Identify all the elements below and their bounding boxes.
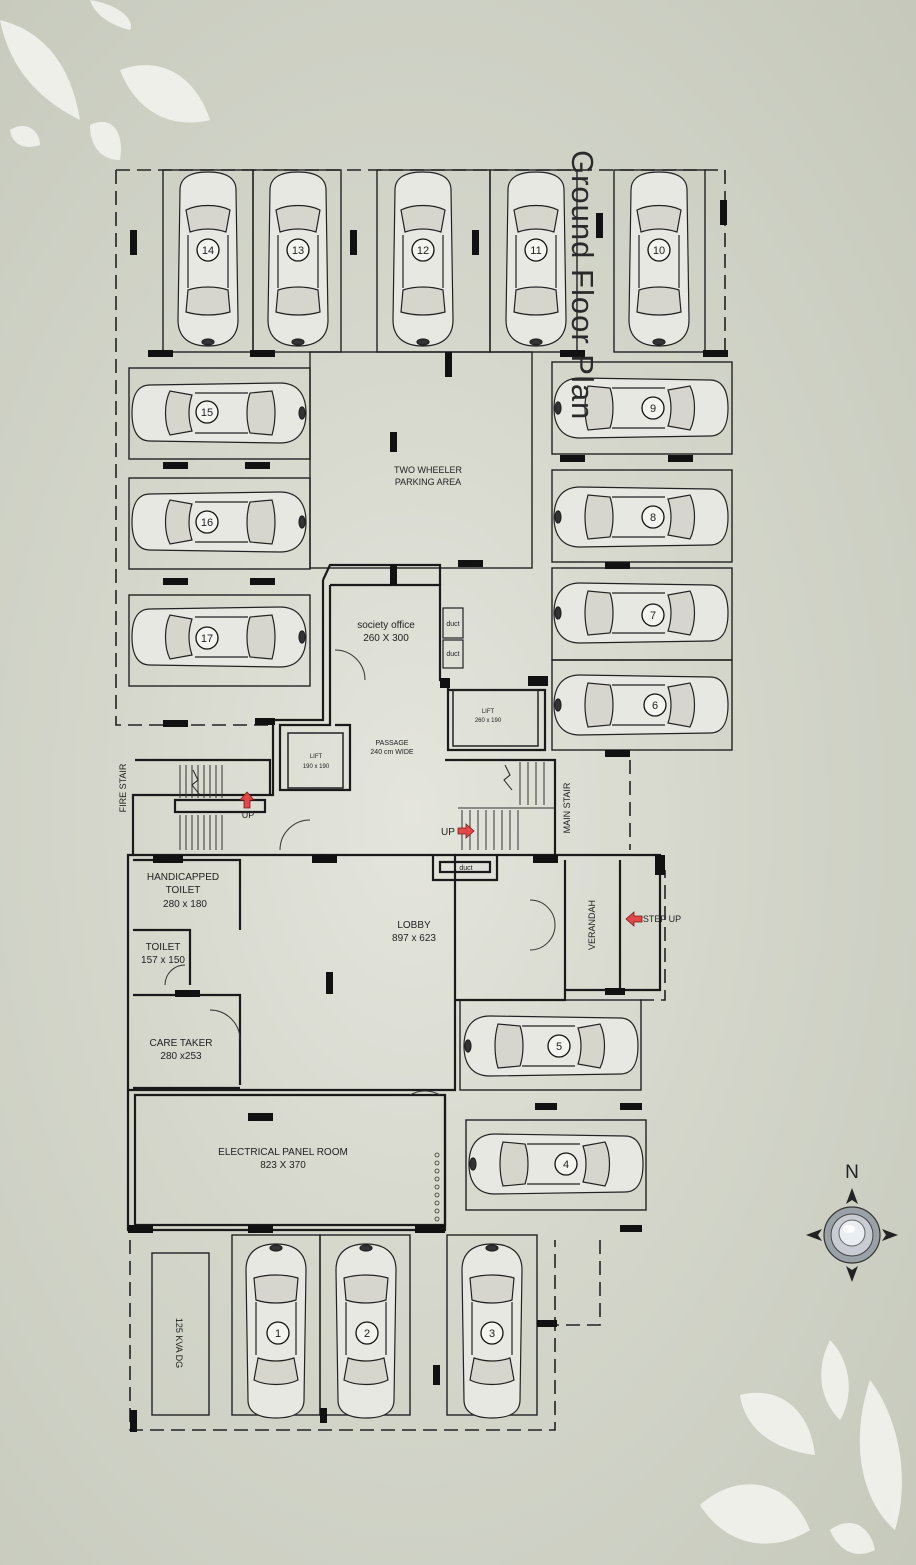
car-6 <box>553 674 729 736</box>
parking-number-13: 13 <box>292 245 304 257</box>
parking-number-5: 5 <box>556 1041 562 1053</box>
badge-15 <box>195 400 219 424</box>
badge-7 <box>641 603 665 627</box>
structural-columns <box>128 200 728 1432</box>
main-stair-treads <box>458 762 555 850</box>
society-office-label: society office <box>357 620 415 631</box>
car-15 <box>131 382 307 444</box>
parking-number-15: 15 <box>201 407 213 419</box>
badge-5 <box>547 1034 571 1058</box>
electrical-label: ELECTRICAL PANEL ROOM <box>218 1147 348 1158</box>
handicapped-label-1: HANDICAPPED <box>147 872 219 883</box>
society-office-dim: 260 X 300 <box>363 633 409 644</box>
parking-number-1: 1 <box>275 1328 281 1340</box>
care-taker-dim: 280 x253 <box>160 1051 202 1062</box>
electrical-dim: 823 X 370 <box>260 1160 306 1171</box>
duct-label-2: duct <box>446 651 459 658</box>
duct-label-1: duct <box>446 621 459 628</box>
badge-4 <box>554 1152 578 1176</box>
parking-number-16: 16 <box>201 517 213 529</box>
up-label-1: UP <box>242 810 255 820</box>
lift-right-label: LIFT <box>482 709 495 715</box>
two-wheeler-area <box>309 351 533 569</box>
verandah-label: VERANDAH <box>587 900 597 950</box>
parking-number-7: 7 <box>650 610 656 622</box>
step-up-arrow <box>625 911 643 927</box>
parking-number-12: 12 <box>417 245 429 257</box>
lift-left <box>287 732 344 789</box>
room-labels: TWO WHEELER PARKING AREA society office … <box>118 465 681 1368</box>
toilet-label: TOILET <box>146 942 181 953</box>
lift-left-label: LIFT <box>310 754 323 760</box>
parking-number-8: 8 <box>650 512 656 524</box>
stair-break-symbol <box>191 769 201 796</box>
badge-17 <box>195 626 219 650</box>
handicapped-label-2: TOILET <box>166 885 201 896</box>
parking-number-labels: 14 13 12 11 10 15 16 17 9 8 7 6 5 4 1 2 … <box>201 245 665 1340</box>
duct-box-2 <box>442 639 464 669</box>
step-up-label: STEP UP <box>643 914 681 924</box>
door-swings <box>164 649 556 1096</box>
two-wheeler-label: TWO WHEELER <box>394 465 463 475</box>
two-wheeler-label-2: PARKING AREA <box>395 477 461 487</box>
passage-label: PASSAGE <box>376 740 409 747</box>
badge-10 <box>647 238 671 262</box>
badge-2 <box>355 1321 379 1345</box>
parking-number-4: 4 <box>563 1159 569 1171</box>
main-stair-label: MAIN STAIR <box>562 782 572 833</box>
badge-6 <box>643 693 667 717</box>
dg-label: 125 KVA DG <box>174 1318 184 1368</box>
main-stair-break-symbol <box>503 764 513 791</box>
car-16 <box>131 491 307 553</box>
badge-3 <box>480 1321 504 1345</box>
badge-9 <box>641 396 665 420</box>
lift-right <box>452 689 539 747</box>
fire-stair-label: FIRE STAIR <box>118 763 128 812</box>
fire-stair-up-arrow <box>239 791 255 809</box>
badge-16 <box>195 510 219 534</box>
badge-11 <box>524 238 548 262</box>
care-taker-label: CARE TAKER <box>150 1038 213 1049</box>
parking-number-6: 6 <box>652 700 658 712</box>
parking-number-17: 17 <box>201 633 213 645</box>
passage-dim: 240 cm WIDE <box>370 749 414 756</box>
car-17 <box>131 606 307 668</box>
badge-8 <box>641 505 665 529</box>
badge-13 <box>286 238 310 262</box>
parking-number-11: 11 <box>530 245 541 257</box>
handicapped-dim: 280 x 180 <box>163 899 207 910</box>
lift-right-dim: 260 x 190 <box>475 718 502 724</box>
compass-icon: N <box>806 1162 898 1282</box>
parking-number-2: 2 <box>364 1328 370 1340</box>
toilet-dim: 157 x 150 <box>141 955 185 966</box>
parking-number-badges <box>195 238 671 1345</box>
up-label-2: UP <box>441 827 455 838</box>
page-title: Ground Floor Plan <box>565 150 600 421</box>
lobby-label: LOBBY <box>397 920 431 931</box>
compass-north-label: N <box>845 1162 859 1183</box>
lobby-dim: 897 x 623 <box>392 933 436 944</box>
leaf-decoration-bottom-right <box>700 1340 902 1554</box>
parking-number-9: 9 <box>650 403 656 415</box>
fire-stair-treads <box>179 765 223 850</box>
lift-left-dim: 190 x 190 <box>303 764 330 770</box>
parking-number-14: 14 <box>202 245 214 257</box>
badge-1 <box>266 1321 290 1345</box>
duct-box-1 <box>442 607 464 639</box>
main-stair-up-arrow <box>457 823 475 839</box>
parking-number-3: 3 <box>489 1328 495 1340</box>
parking-number-10: 10 <box>653 245 665 257</box>
badge-12 <box>411 238 435 262</box>
leaf-decoration-top-left <box>0 0 210 160</box>
up-arrows <box>239 791 643 927</box>
duct-label-3: duct <box>459 865 472 872</box>
badge-14 <box>196 238 220 262</box>
panel-studs <box>434 1152 440 1222</box>
